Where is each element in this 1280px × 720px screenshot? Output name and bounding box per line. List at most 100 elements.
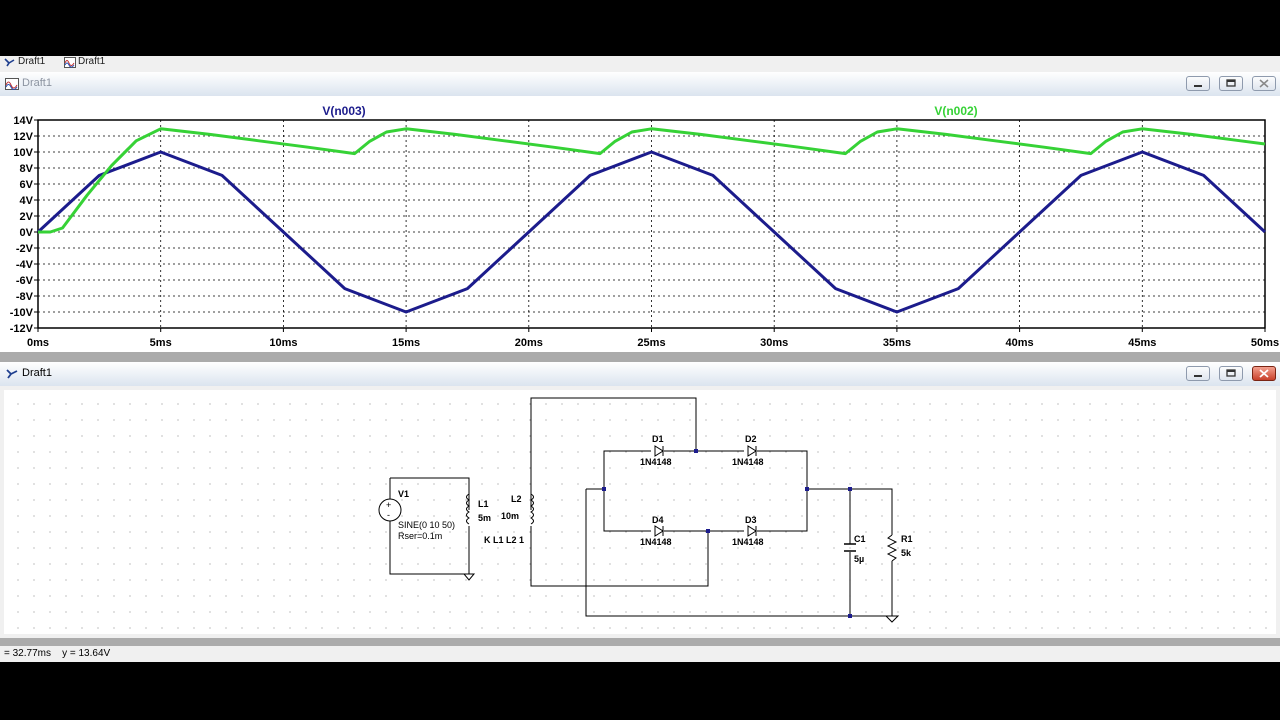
junction-dot (848, 487, 852, 491)
l1-ref: L1 (478, 499, 489, 509)
document-tab-bar: Draft1 Draft1 (0, 56, 1280, 72)
y-tick-label: -2V (16, 243, 34, 255)
d3-model: 1N4148 (732, 537, 764, 547)
close-button[interactable] (1252, 366, 1276, 381)
junction-dot (848, 614, 852, 618)
x-tick-label: 30ms (760, 337, 788, 349)
y-tick-label: 14V (13, 115, 33, 127)
l2-value: 10m (501, 511, 519, 521)
d2-model: 1N4148 (732, 457, 764, 467)
wire (757, 489, 808, 532)
x-tick-label: 0ms (27, 337, 49, 349)
y-tick-label: 12V (13, 131, 33, 143)
restore-icon (1226, 79, 1236, 87)
series-line-V(n003)[interactable] (36, 150, 1267, 314)
x-tick-label: 10ms (269, 337, 297, 349)
waveform-icon (5, 78, 19, 90)
schematic-drawing[interactable]: + - V1 SINE(0 10 50) Rser=0.1m L1 5m (4, 390, 1276, 634)
wire-junctions (602, 449, 852, 618)
resistor-r1[interactable]: R1 5k (886, 534, 913, 562)
wire (530, 397, 697, 510)
waveform-window-title: Draft1 (22, 77, 52, 89)
d3-ref: D3 (745, 515, 757, 525)
plus-sign: + (386, 500, 391, 510)
wire (757, 450, 808, 489)
ground-icon (462, 573, 476, 581)
inductor-icon (530, 493, 534, 525)
cursor-readout: = 32.77ms y = 13.64V (4, 648, 111, 659)
trace-label[interactable]: V(n002) (934, 104, 977, 118)
coupling-directive[interactable]: K L1 L2 1 (484, 535, 524, 545)
minimize-button[interactable] (1186, 366, 1210, 381)
wire (530, 526, 709, 587)
junction-dot (805, 487, 809, 491)
x-tick-label: 45ms (1128, 337, 1156, 349)
diode-d4[interactable]: D4 1N4148 (640, 515, 672, 547)
r1-value: 5k (901, 548, 912, 558)
wire (807, 488, 893, 535)
schematic-window-titlebar[interactable]: Draft1 (0, 362, 1280, 386)
tab-draft1-waveform[interactable]: Draft1 (60, 56, 109, 72)
y-tick-label: -6V (16, 275, 34, 287)
trace-label[interactable]: V(n003) (322, 104, 365, 118)
c1-value: 5µ (854, 554, 864, 564)
x-tick-label: 40ms (1006, 337, 1034, 349)
y-tick-label: 0V (20, 227, 34, 239)
diode-icon (747, 525, 757, 537)
schematic-canvas[interactable]: + - V1 SINE(0 10 50) Rser=0.1m L1 5m (4, 390, 1276, 634)
close-button[interactable] (1252, 76, 1276, 91)
wire (390, 477, 470, 510)
x-tick-label: 5ms (150, 337, 172, 349)
wire (585, 489, 892, 617)
y-tick-label: -8V (16, 291, 34, 303)
l2-ref: L2 (511, 494, 522, 504)
diode-d3[interactable]: D3 1N4148 (732, 515, 764, 547)
maximize-button[interactable] (1219, 76, 1243, 91)
diode-icon (747, 445, 757, 457)
capacitor-icon (844, 543, 856, 552)
minimize-icon (1194, 375, 1202, 377)
ground-symbols (462, 573, 900, 623)
d1-model: 1N4148 (640, 457, 672, 467)
x-tick-label: 15ms (392, 337, 420, 349)
plot-frame (37, 119, 1266, 329)
x-tick-label: 35ms (883, 337, 911, 349)
junction-dot (694, 449, 698, 453)
tab-label: Draft1 (78, 56, 106, 67)
x-tick-label: 20ms (515, 337, 543, 349)
voltage-source-v1[interactable]: + - V1 SINE(0 10 50) Rser=0.1m (378, 489, 455, 541)
minimize-icon (1194, 85, 1202, 87)
inductor-l1[interactable]: L1 5m (466, 493, 492, 525)
minimize-button[interactable] (1186, 76, 1210, 91)
wire (603, 450, 651, 489)
capacitor-c1[interactable]: C1 5µ (844, 534, 866, 564)
d1-ref: D1 (652, 434, 664, 444)
resistor-icon (886, 534, 898, 562)
diode-d1[interactable]: D1 1N4148 (640, 434, 672, 467)
x-tick-label: 25ms (637, 337, 665, 349)
series-line-V(n002)[interactable] (38, 127, 1266, 234)
l1-value: 5m (478, 513, 491, 523)
junction-dot (706, 529, 710, 533)
v1-ref: V1 (398, 489, 409, 499)
tab-draft1-schematic[interactable]: Draft1 (0, 56, 49, 72)
schematic-window: Draft1 (0, 362, 1280, 638)
d4-ref: D4 (652, 515, 664, 525)
waveform-window-titlebar[interactable]: Draft1 (0, 72, 1280, 96)
diode-icon (654, 525, 664, 537)
junction-dot (602, 487, 606, 491)
y-tick-label: 8V (20, 163, 34, 175)
mdi-workspace: Draft1 0ms 5ms 10ms 15ms 20ms 25ms 30ms 35ms 40m… (0, 72, 1280, 646)
c1-ref: C1 (854, 534, 866, 544)
diode-d2[interactable]: D2 1N4148 (732, 434, 764, 467)
v1-value: SINE(0 10 50) (398, 520, 455, 530)
y-tick-label: 10V (13, 147, 33, 159)
inductor-l2[interactable]: L2 10m (501, 493, 534, 525)
voltage-source-icon (378, 498, 402, 522)
wires (389, 397, 893, 617)
wire (603, 489, 651, 532)
restore-icon (1226, 369, 1236, 377)
maximize-button[interactable] (1219, 366, 1243, 381)
